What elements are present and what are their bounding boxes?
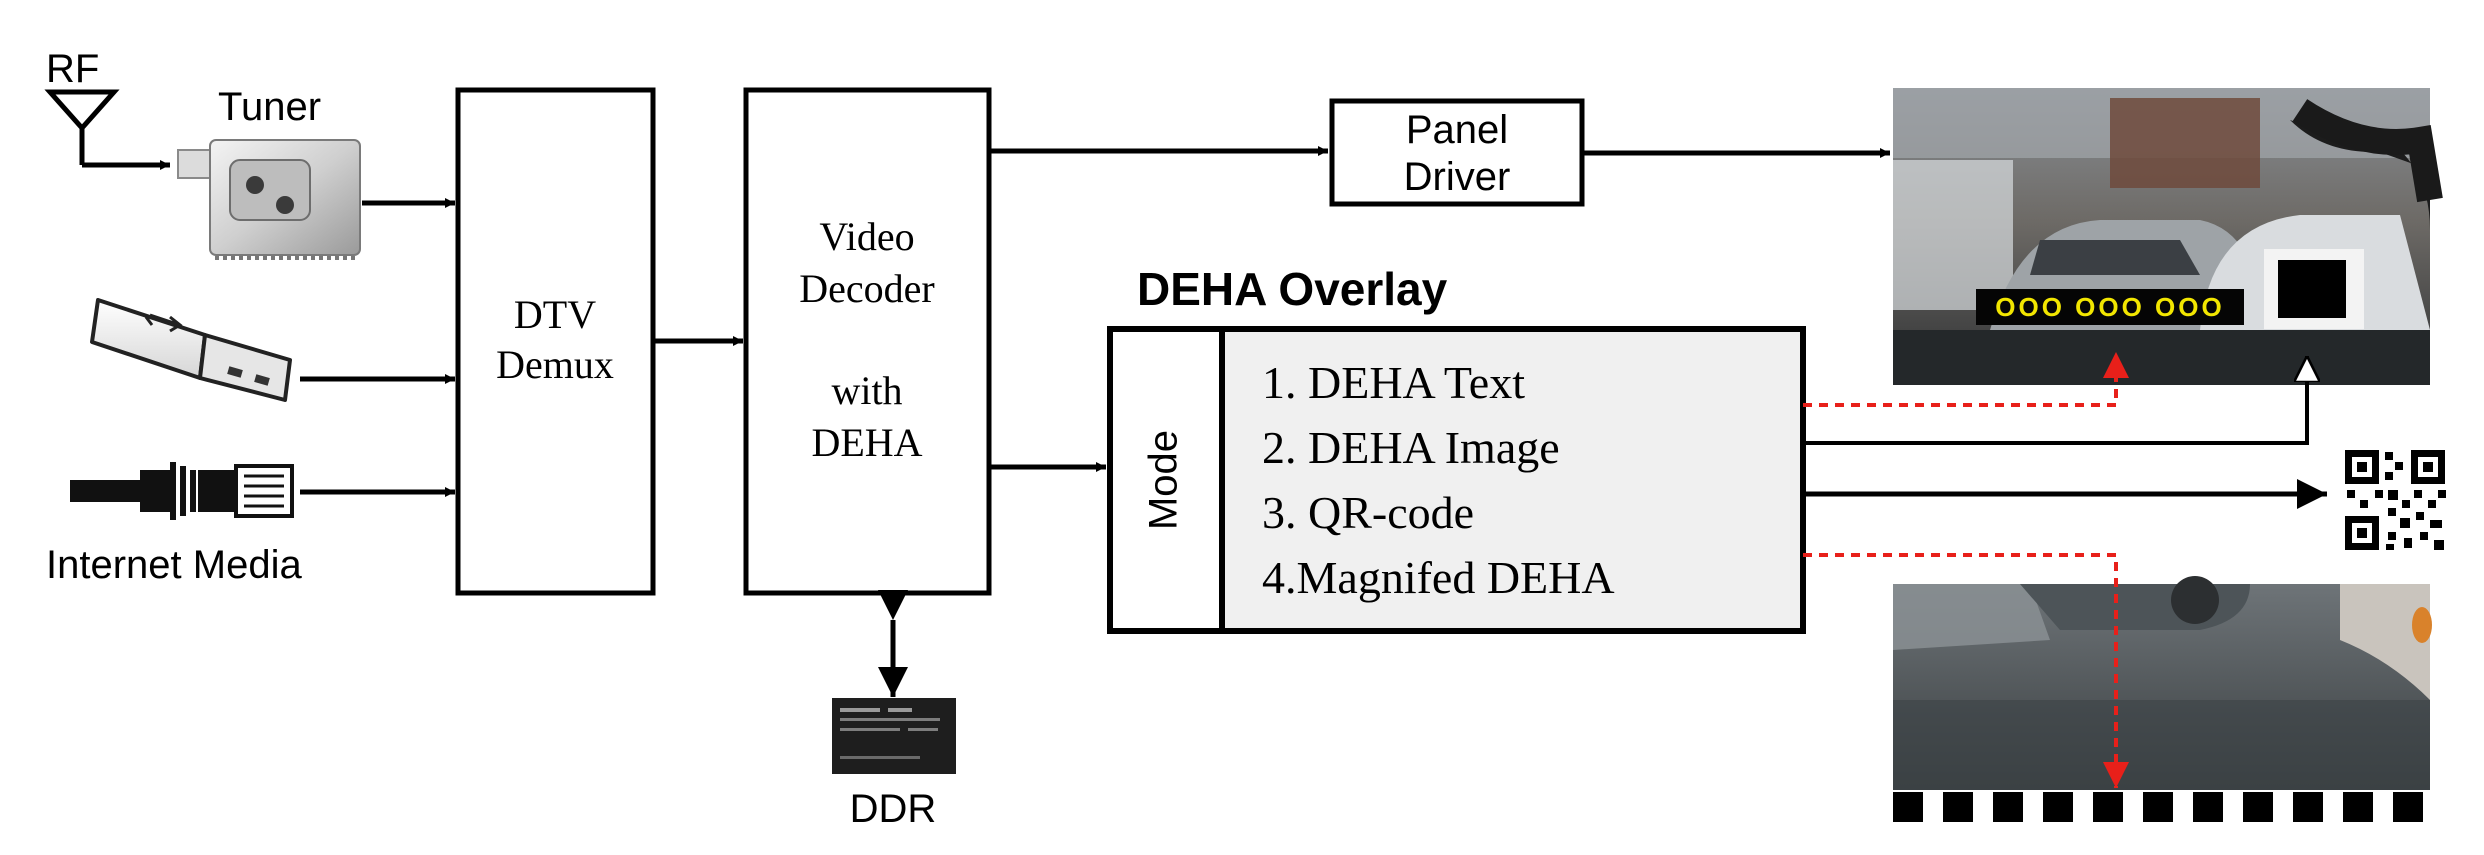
ddr-label: DDR <box>850 787 937 831</box>
rf-label: RF <box>46 47 99 91</box>
mode-column <box>1107 326 1225 634</box>
deha-text-connector <box>1803 352 2129 407</box>
video-decoder-line-3: with <box>831 368 902 413</box>
overlay-item-4: 4.Magnifed DEHA <box>1262 552 1615 603</box>
video-decoder-line-1: Video <box>819 214 914 259</box>
display-output-image: OOO OOO OOO <box>1893 88 2443 385</box>
video-decoder-block <box>743 87 992 596</box>
ddr-chip-icon <box>832 698 956 774</box>
dashed-border-strip <box>1893 792 2423 822</box>
dtv-demux-block <box>455 87 656 596</box>
mode-label: Mode <box>1142 430 1186 530</box>
overlay-item-1: 1. DEHA Text <box>1262 357 1525 408</box>
panel-driver-line-2: Driver <box>1404 155 1511 199</box>
internet-media-label: Internet Media <box>46 543 302 587</box>
ethernet-plug-icon <box>70 462 294 520</box>
overlay-item-3: 3. QR-code <box>1262 487 1474 538</box>
overlay-item-2: 2. DEHA Image <box>1262 422 1560 473</box>
video-decoder-line-4: DEHA <box>811 420 922 465</box>
deha-image-connector <box>1803 356 2307 445</box>
qr-code-icon <box>2345 450 2446 550</box>
usb-stick-icon <box>90 298 292 402</box>
deha-overlay-title: DEHA Overlay <box>1137 263 1448 315</box>
deha-text-sample: OOO OOO OOO <box>1995 292 2224 322</box>
antenna-icon <box>44 89 120 165</box>
panel-driver-block <box>1329 98 1585 207</box>
tuner-icon <box>177 139 361 260</box>
tuner-label: Tuner <box>218 85 321 129</box>
deha-overlay-block <box>1107 326 1806 634</box>
video-decoder-line-2: Decoder <box>799 266 934 311</box>
panel-driver-line-1: Panel <box>1406 108 1508 152</box>
dtv-demux-line-2: Demux <box>496 342 614 387</box>
magnified-deha-connector <box>1803 553 2129 788</box>
dtv-demux-line-1: DTV <box>514 292 596 337</box>
magnified-deha-image <box>1893 576 2432 790</box>
